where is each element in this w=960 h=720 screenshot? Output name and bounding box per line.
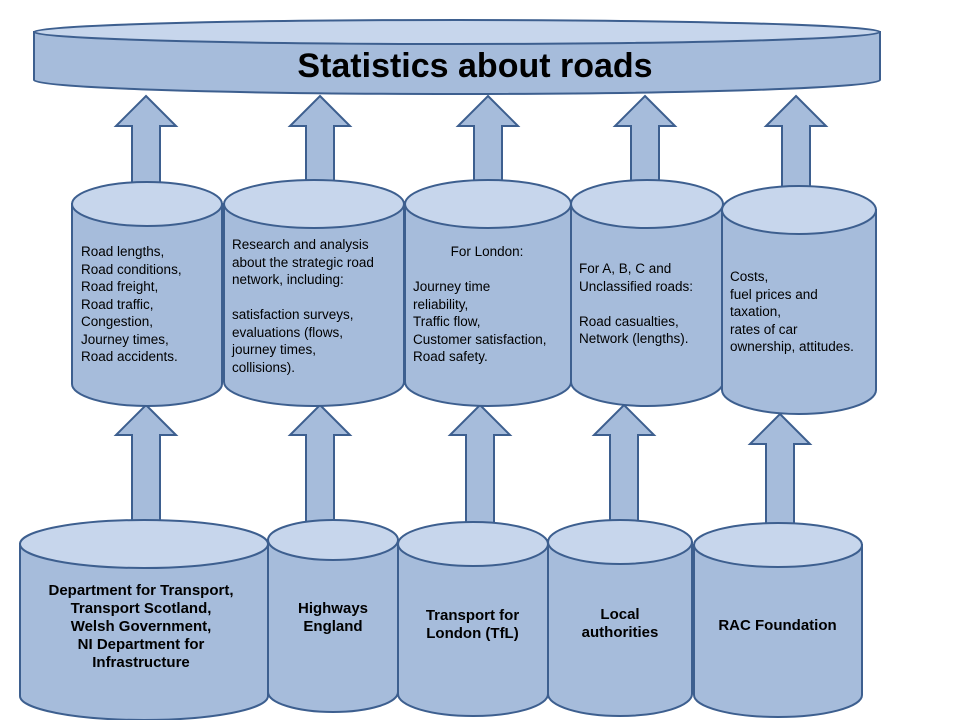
- theme-text-costs: Costs, fuel prices and taxation, rates o…: [730, 269, 854, 354]
- arrow-up-icon: [287, 94, 353, 187]
- source-cylinder: [693, 522, 863, 718]
- arrow-up-icon: [113, 403, 179, 523]
- lower-arrows: [113, 403, 813, 533]
- theme-text-london: Journey time reliability, Traffic flow, …: [413, 279, 547, 364]
- arrow-up-icon: [763, 94, 829, 197]
- source-cylinders: [19, 519, 863, 720]
- theme-cylinders: [71, 179, 877, 415]
- theme-cylinder: [71, 181, 223, 407]
- source-label-tfl: Transport for London (TfL): [425, 607, 520, 642]
- title-banner: [33, 19, 881, 95]
- source-label-local: Local authorities: [581, 606, 659, 641]
- upper-arrows: [113, 94, 829, 197]
- source-cylinder: [19, 519, 269, 720]
- source-cylinder: [397, 521, 549, 717]
- arrow-up-icon: [287, 403, 353, 527]
- arrow-up-icon: [612, 94, 678, 187]
- arrow-up-icon: [113, 94, 179, 185]
- source-cylinder: [547, 519, 693, 717]
- title-banner-shape: [33, 19, 881, 95]
- arrow-up-icon: [455, 94, 521, 185]
- source-label-dft: Department for Transport, Transport Scot…: [48, 582, 234, 671]
- arrow-up-icon: [747, 412, 813, 533]
- theme-cylinder: [223, 179, 405, 407]
- theme-text-local: For A, B, C and Unclassified roads: Road…: [579, 261, 694, 346]
- theme-cylinder: [570, 179, 724, 407]
- theme-text-general: Road lengths, Road conditions, Road frei…: [81, 244, 182, 364]
- theme-text-strategic: Research and analysis about the strategi…: [232, 237, 374, 375]
- theme-heading-london: For London:: [450, 244, 524, 259]
- source-label-rac: RAC Foundation: [718, 617, 837, 634]
- arrow-up-icon: [447, 403, 513, 533]
- diagram-title: Statistics about roads: [297, 47, 653, 85]
- arrow-up-icon: [591, 403, 657, 533]
- theme-cylinder: [404, 179, 572, 407]
- theme-cylinder: [721, 185, 877, 415]
- source-label-highways: Highways England: [297, 600, 369, 635]
- source-cylinder: [267, 519, 399, 713]
